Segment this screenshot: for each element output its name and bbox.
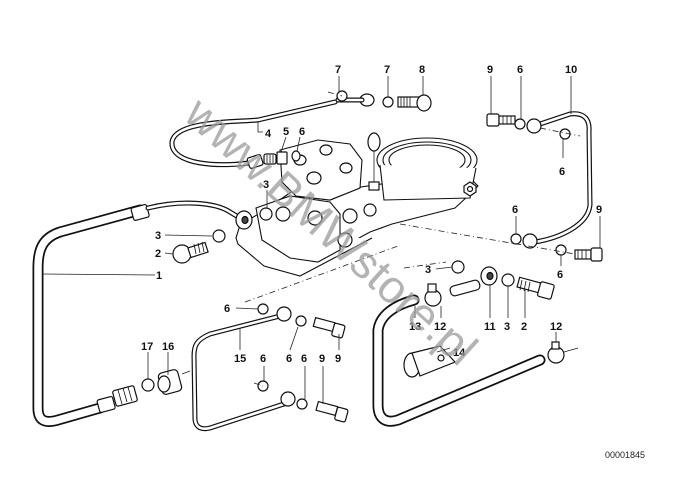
fuel-line-10	[522, 111, 593, 249]
callout-11[interactable]: 11	[484, 321, 496, 333]
callout-13[interactable]: 13	[409, 321, 421, 333]
callout-15[interactable]: 15	[234, 353, 246, 365]
callout-2[interactable]: 2	[521, 321, 527, 333]
banjo-bolt-2-left	[172, 207, 273, 264]
callout-5[interactable]: 5	[283, 126, 289, 138]
union-nut-16	[141, 369, 191, 395]
callout-6[interactable]: 6	[260, 353, 266, 365]
callout-14[interactable]: 14	[453, 347, 466, 359]
callout-3[interactable]: 3	[504, 321, 510, 333]
callout-9[interactable]: 9	[596, 204, 602, 216]
callout-12[interactable]: 12	[550, 321, 562, 333]
callout-6[interactable]: 6	[557, 269, 563, 281]
callout-8[interactable]: 8	[419, 64, 425, 76]
callout-6[interactable]: 6	[299, 126, 305, 138]
callout-10[interactable]: 10	[565, 64, 577, 76]
callout-9[interactable]: 9	[319, 353, 325, 365]
callouts: 7 7 8 9 6 10 6 4 5 6 3 3 2 1 6 9 6 3 6 1…	[141, 64, 602, 365]
banjo-bolt-9-top	[486, 113, 581, 140]
callout-3[interactable]: 3	[263, 179, 269, 191]
fuel-distributor-body	[235, 132, 479, 277]
callout-2[interactable]: 2	[155, 248, 161, 260]
callout-6[interactable]: 6	[224, 303, 230, 315]
callout-17[interactable]: 17	[141, 341, 153, 353]
banjo-bolt-9-right	[399, 223, 603, 262]
callout-9[interactable]: 9	[487, 64, 493, 76]
callout-3[interactable]: 3	[155, 230, 161, 242]
union-fitting-5	[263, 151, 288, 165]
callout-6[interactable]: 6	[517, 64, 523, 76]
callout-16[interactable]: 16	[162, 341, 174, 353]
callout-7[interactable]: 7	[384, 64, 390, 76]
callout-4[interactable]: 4	[265, 128, 272, 140]
fuel-hose-13	[372, 294, 546, 427]
callout-9[interactable]: 9	[335, 353, 341, 365]
banjo-bolt-group-8	[327, 90, 432, 112]
callout-1[interactable]: 1	[156, 270, 162, 282]
hose-clamp-12	[424, 283, 579, 364]
fuel-line-4	[169, 93, 375, 169]
fuel-line-15	[191, 245, 399, 432]
callout-12[interactable]: 12	[434, 321, 446, 333]
leader-lines	[41, 76, 601, 404]
callout-6[interactable]: 6	[286, 353, 292, 365]
washer	[291, 150, 301, 162]
bracket-14	[403, 345, 457, 378]
callout-6[interactable]: 6	[512, 204, 518, 216]
diagram-number: 00001845	[605, 450, 645, 460]
callout-3[interactable]: 3	[425, 264, 431, 276]
callout-6[interactable]: 6	[559, 166, 565, 178]
callout-6[interactable]: 6	[301, 353, 307, 365]
callout-7[interactable]: 7	[335, 64, 341, 76]
banjo-fitting-11	[403, 260, 555, 300]
fuel-hose-1	[32, 200, 253, 427]
